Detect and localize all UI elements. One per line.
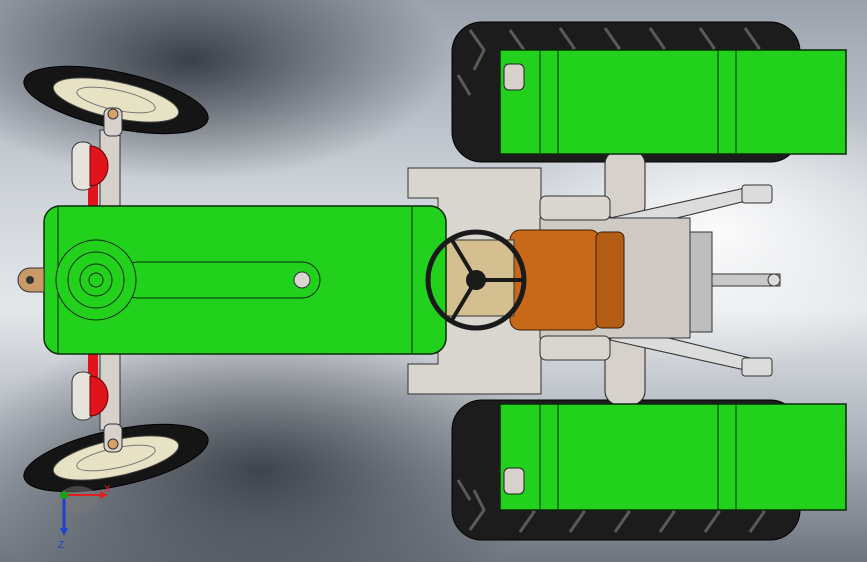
front-wheel-top[interactable]: [18, 53, 214, 147]
fuel-tank-rear-low: [539, 335, 611, 361]
front-wheel-bottom[interactable]: [18, 411, 214, 505]
steering-wheel[interactable]: [425, 229, 527, 331]
fender-bottom[interactable]: [499, 403, 847, 511]
fuel-tank-rear: [539, 195, 611, 221]
axis-x-label: X: [104, 484, 111, 495]
front-axle-red-bottom: [88, 352, 98, 382]
front-tow-hook: [17, 267, 45, 293]
radiator-cap[interactable]: [55, 239, 137, 321]
axis-triad: X Z: [58, 484, 111, 551]
headlight-bottom: [71, 371, 109, 421]
front-axle-red-top: [88, 180, 98, 210]
headlight-top: [71, 141, 109, 191]
axis-z-label: Z: [58, 540, 64, 551]
fender-top[interactable]: [499, 49, 847, 155]
seat-back[interactable]: [595, 231, 625, 329]
rear-axle-top: [604, 149, 646, 221]
